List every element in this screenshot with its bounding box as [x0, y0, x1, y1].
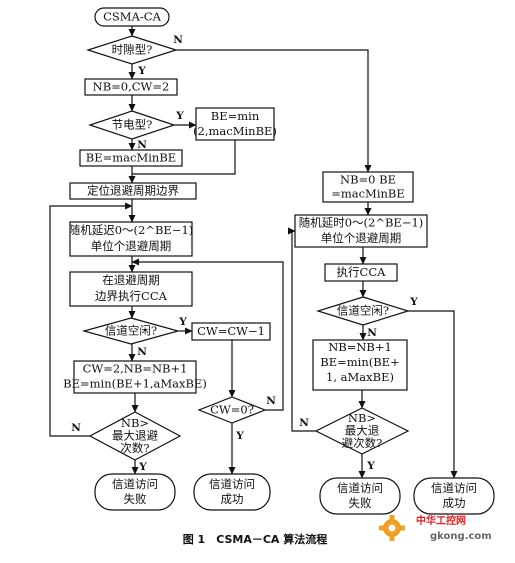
figure-caption: 图 1 CSMA－CA 算法流程: [183, 532, 328, 546]
gear-icon: [379, 515, 405, 541]
success-slotted-line2: 成功: [221, 492, 244, 506]
be-min-2-line1: BE=min: [211, 109, 260, 123]
be-macminbe-label: BE=macMinBE: [86, 151, 176, 165]
update-slotted-line2: BE=min(BE+1,aMaxBE): [63, 377, 207, 391]
channel-idle-slotted-label: 信道空闲?: [105, 324, 157, 338]
label-cw0-no: N: [266, 395, 276, 407]
success-unslotted-line2: 成功: [443, 496, 466, 510]
fail-slotted-line2: 失败: [124, 492, 147, 506]
random-delay-slotted-line1: 随机延迟0～(2^BE−1): [69, 223, 194, 237]
label-battery-no: N: [137, 139, 147, 151]
arrow-nb-no-loop-unslotted: [288, 227, 316, 432]
be-min-2-line2: (2,macMinBE): [193, 124, 277, 138]
update-unslotted-line1: NB=NB+1: [328, 340, 392, 354]
channel-idle-unslotted-label: 信道空闲?: [337, 304, 389, 318]
arrow-bemin-to-locate: [132, 140, 236, 175]
label-idle-unslotted-yes: Y: [409, 296, 418, 308]
cca-slotted-line1: 在退避周期: [102, 273, 160, 287]
label-idle-unslotted-no: N: [367, 327, 377, 339]
random-delay-unslotted-line1: 随机延时0～(2^BE−1): [299, 216, 424, 230]
init-unslotted-line1: NB=0 BE: [340, 173, 396, 187]
cw-decrement-label: CW=CW−1: [197, 324, 265, 338]
decision-battery-label: 节电型?: [112, 118, 153, 132]
arrow-uidle-yes: [408, 310, 458, 479]
label-nb-slotted-no: N: [71, 422, 81, 434]
start-label: CSMA-CA: [103, 10, 161, 24]
init-unslotted-line2: =macMinBE: [331, 187, 405, 201]
locate-boundary-label: 定位退避周期边界: [87, 184, 179, 198]
random-delay-unslotted-line2: 单位个退避周期: [321, 231, 402, 245]
fail-slotted-line1: 信道访问: [112, 477, 158, 491]
label-slotted-yes: Y: [137, 65, 146, 77]
random-delay-slotted-line2: 单位个退避周期: [91, 239, 172, 253]
nb-max-unslotted-line2: 最大退: [345, 424, 380, 438]
cca-slotted-line2: 边界执行CCA: [95, 289, 168, 303]
update-unslotted-line2: BE=min(BE+: [320, 355, 399, 369]
label-nb-unslotted-yes: Y: [366, 460, 375, 472]
fail-unslotted-line1: 信道访问: [337, 481, 383, 495]
cw-zero-label: CW=0?: [210, 403, 254, 417]
watermark-text-cn: 中华工控网: [416, 514, 466, 527]
label-nb-slotted-yes: Y: [138, 461, 147, 473]
nb-max-slotted-line3: 次数?: [120, 441, 149, 455]
label-cw0-yes: Y: [235, 430, 244, 442]
decision-slotted-label: 时隙型?: [112, 43, 153, 57]
label-idle-slotted-yes: Y: [178, 316, 187, 328]
success-slotted-line1: 信道访问: [209, 477, 255, 491]
fail-unslotted-line2: 失败: [349, 496, 372, 510]
init-slotted-label: NB=0,CW=2: [93, 80, 170, 94]
decision-channel-idle-slotted: [81, 317, 181, 345]
label-battery-yes: Y: [175, 110, 184, 122]
watermark-logo: 中华工控网 gkong.com: [379, 514, 492, 542]
update-unslotted-line3: 1, aMaxBE): [326, 370, 394, 384]
cca-unslotted-label: 执行CCA: [337, 265, 387, 279]
nb-max-unslotted-line1: NB>: [348, 411, 376, 425]
label-slotted-no: N: [173, 34, 183, 46]
update-slotted-line1: CW=2,NB=NB+1: [83, 362, 188, 376]
label-idle-slotted-no: N: [137, 346, 147, 358]
arrow-cw0-no-loop: [131, 258, 284, 411]
label-nb-unslotted-no: N: [299, 417, 309, 429]
nb-max-unslotted-line3: 避次数?: [342, 436, 383, 450]
arrow-nb-no-loop-slotted: [49, 202, 133, 437]
success-unslotted-line1: 信道访问: [431, 481, 477, 495]
nb-max-slotted-line2: 最大退避: [112, 429, 158, 443]
watermark-text-url: gkong.com: [430, 531, 492, 542]
nb-max-slotted-line1: NB>: [121, 416, 149, 430]
arrow-slotted-no: [176, 49, 372, 173]
